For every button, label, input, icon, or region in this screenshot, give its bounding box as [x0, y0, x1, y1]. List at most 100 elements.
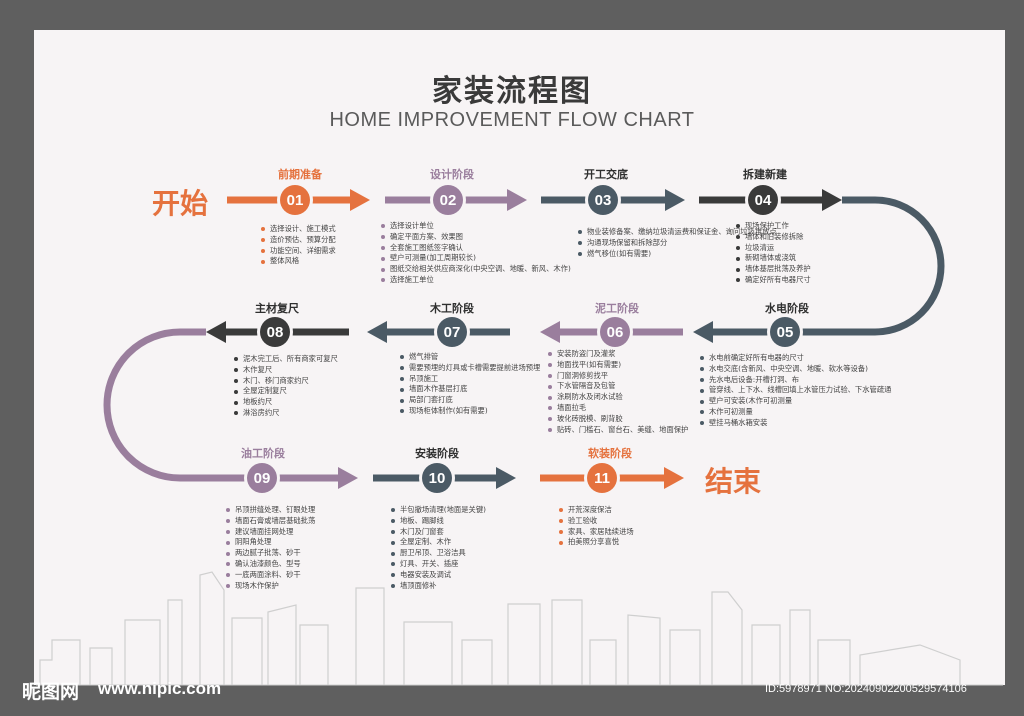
stage-04-number-badge: 04: [748, 185, 778, 215]
task-item: 墙面拉毛: [548, 403, 688, 414]
task-item: 家具、家居陆续进场: [559, 527, 634, 538]
stage-02-task-list: 选择设计单位确定平面方案、效果图全套施工图纸签字确认壁户可测量(加工周期较长)图…: [381, 221, 571, 286]
stage-04-title: 拆建新建: [743, 168, 787, 181]
arrow-head: [664, 467, 684, 489]
task-item: 拍美照分享喜悦: [559, 537, 634, 548]
stage-05-task-list: 水电前确定好所有电器的尺寸水电交底(含新风、中央空调、地暖、软水等设备)先水电后…: [700, 353, 891, 429]
task-item: 功能空间、详细需求: [261, 246, 336, 257]
task-item: 地面找平(如有需要): [548, 360, 688, 371]
skyline-building: [267, 604, 297, 685]
skyline-building: [299, 624, 329, 685]
task-item: 现场木作保护: [226, 581, 315, 592]
loop-connector-right: [842, 196, 945, 336]
skyline-building: [589, 639, 617, 685]
task-item: 木门、移门商家约尺: [234, 376, 338, 387]
task-item: 墙体基层批荡及养护: [736, 264, 811, 275]
task-item: 确定平面方案、效果图: [381, 232, 571, 243]
skyline-building: [789, 609, 811, 685]
task-item: 造价预估、预算分配: [261, 235, 336, 246]
stage-06-task-list: 安装防盗门及灌浆地面找平(如有需要)门窗洞修剪找平下水管隔音及包管涂刷防水及闭水…: [548, 349, 688, 435]
stage-08-title: 主材复尺: [255, 302, 299, 315]
task-item: 玻化砖脱模、刷背胶: [548, 414, 688, 425]
stage-09-task-list: 吊顶拼缝处理、钉眼处理墙面石膏或墙层基础批荡建议墙面挂网处理阴阳角处理两边腻子批…: [226, 505, 315, 591]
skyline-building: [124, 619, 161, 685]
stage-05-title: 水电阶段: [765, 302, 809, 315]
task-item: 垃圾清运: [736, 243, 811, 254]
page-subtitle: HOME IMPROVEMENT FLOW CHART: [329, 109, 695, 131]
arrow-head: [665, 189, 685, 211]
task-item: 确定好所有电器尺寸: [736, 275, 811, 286]
task-item: 门窗洞修剪找平: [548, 371, 688, 382]
task-item: 淋浴房约尺: [234, 408, 338, 419]
task-item: 水电前确定好所有电器的尺寸: [700, 353, 891, 364]
stage-03-title: 开工交底: [584, 168, 628, 181]
stage-06-number-badge: 06: [600, 317, 630, 347]
stage-03-task-list: 物业装修备案、缴纳垃圾清运费和保证金、询问垃圾堆放点沟通现场保留和拆除部分燃气移…: [578, 227, 777, 259]
task-item: 壁户可测量(加工周期较长): [381, 253, 571, 264]
stage-02-title: 设计阶段: [430, 168, 474, 181]
stage-01-title: 前期准备: [278, 168, 322, 181]
skyline-building: [859, 644, 961, 685]
task-item: 泥木完工后、所有商家可复尺: [234, 354, 338, 365]
stage-01-task-list: 选择设计、施工模式造价预估、预算分配功能空间、详细需求整体风格: [261, 224, 336, 267]
stage-05-number-badge: 05: [770, 317, 800, 347]
task-item: 涂刷防水及闭水试验: [548, 392, 688, 403]
arrow-head: [350, 189, 370, 211]
task-item: 吊顶拼缝处理、钉眼处理: [226, 505, 315, 516]
stage-02-number-badge: 02: [433, 185, 463, 215]
arrow-head: [496, 467, 516, 489]
stage-10-title: 安装阶段: [415, 447, 459, 460]
stage-07-number-badge: 07: [437, 317, 467, 347]
task-item: 两边腻子批荡、砂干: [226, 548, 315, 559]
skyline-building: [507, 603, 541, 685]
watermark-id: ID:5978971 NO:20240902200529574106: [765, 683, 967, 695]
task-item: 物业装修备案、缴纳垃圾清运费和保证金、询问垃圾堆放点: [578, 227, 777, 238]
arrow-head: [206, 321, 226, 343]
task-item: 管穿线、上下水、线槽回填上水管压力试验、下水管疏通: [700, 385, 891, 396]
task-item: 墙面木作基层打底: [400, 384, 540, 395]
skyline-building: [403, 621, 453, 685]
stage-10-task-list: 半包撤场清理(地面是关键)地板、踢脚线木门及门窗套全屋定制、木作厨卫吊顶、卫浴洁…: [391, 505, 486, 591]
arrow-head: [338, 467, 358, 489]
skyline-building: [551, 599, 583, 685]
task-item: 下水管隔音及包管: [548, 381, 688, 392]
task-item: 木门及门窗套: [391, 527, 486, 538]
stage-07-title: 木工阶段: [430, 302, 474, 315]
start-label: 开始: [152, 187, 209, 220]
task-item: 吊顶施工: [400, 374, 540, 385]
task-item: 厨卫吊顶、卫浴洁具: [391, 548, 486, 559]
skyline-building: [461, 639, 493, 685]
skyline-building: [39, 639, 81, 685]
stage-09-number-badge: 09: [247, 463, 277, 493]
task-item: 图纸交给相关供应商深化(中央空调、地暖、新风、木作): [381, 264, 571, 275]
task-item: 电器安装及调试: [391, 570, 486, 581]
stage-08-task-list: 泥木完工后、所有商家可复尺木作复尺木门、移门商家约尺全屋定制复尺地板约尺淋浴房约…: [234, 354, 338, 419]
arrow-head: [822, 189, 842, 211]
task-item: 验工验收: [559, 516, 634, 527]
task-item: 开荒深度保洁: [559, 505, 634, 516]
task-item: 燃气移位(如有需要): [578, 249, 777, 260]
task-item: 选择设计单位: [381, 221, 571, 232]
stage-07-task-list: 燃气排管需要预埋的灯具或卡槽需要提前进场预埋吊顶施工墙面木作基层打底局部门套打底…: [400, 352, 540, 417]
task-item: 水电交底(含新风、中央空调、地暖、软水等设备): [700, 364, 891, 375]
watermark-logo: 昵图网: [22, 681, 80, 703]
task-item: 燃气排管: [400, 352, 540, 363]
task-item: 半包撤场清理(地面是关键): [391, 505, 486, 516]
stage-03-number-badge: 03: [588, 185, 618, 215]
stage-01-number-badge: 01: [280, 185, 310, 215]
loop-connector-left: [103, 328, 206, 482]
task-item: 选择设计、施工模式: [261, 224, 336, 235]
watermark-url: www.nipic.com: [98, 679, 222, 698]
task-item: 阴阳角处理: [226, 537, 315, 548]
stage-11-task-list: 开荒深度保洁验工验收家具、家居陆续进场拍美照分享喜悦: [559, 505, 634, 548]
task-item: 需要预埋的灯具或卡槽需要提前进场预埋: [400, 363, 540, 374]
stage-11-number-badge: 11: [587, 463, 617, 493]
task-item: 墙顶面修补: [391, 581, 486, 592]
arrow-head: [693, 321, 713, 343]
skyline-building: [627, 614, 661, 685]
task-item: 新砌墙体或浇筑: [736, 253, 811, 264]
arrow-head: [367, 321, 387, 343]
task-item: 贴砖、门槛石、窗台石、美缝、地面保护: [548, 425, 688, 436]
stage-06-title: 泥工阶段: [595, 302, 639, 315]
